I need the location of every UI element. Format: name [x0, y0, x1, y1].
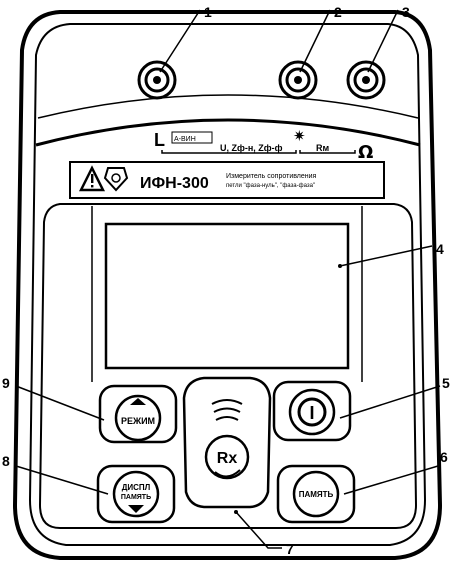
asterisk-symbol: ✷ [293, 127, 306, 145]
callout-3: 3 [402, 4, 410, 20]
l-bracket [161, 150, 297, 154]
signal-waves-icon [211, 399, 243, 421]
rm-label: Rм [316, 143, 329, 153]
mode-button[interactable]: РЕЖИМ [98, 384, 178, 444]
callout-2: 2 [334, 4, 342, 20]
terminal-3[interactable] [346, 60, 386, 100]
device-body-outline [12, 10, 443, 560]
l-symbol: L [154, 130, 165, 150]
callout-7: 7 [286, 541, 294, 557]
terminal-1[interactable] [137, 60, 177, 100]
warning-icon [78, 165, 106, 192]
rx-button[interactable]: Rx [182, 376, 272, 509]
u-label: U, Zф-н, Zф-ф [220, 143, 283, 153]
rm-bracket [299, 150, 356, 154]
display-button[interactable]: ДИСПЛ ПАМЯТЬ [96, 464, 176, 524]
power-button-label: I [309, 403, 314, 423]
callout-1: 1 [204, 4, 212, 20]
leader-lines [15, 9, 441, 549]
model-title: ИФН-300 [140, 175, 209, 192]
callout-5: 5 [442, 375, 450, 391]
nameplate-frame [69, 161, 385, 199]
lcd-display [104, 222, 350, 370]
callout-8: 8 [2, 453, 10, 469]
rx-button-label: Rx [217, 450, 238, 467]
mode-button-label: РЕЖИМ [121, 416, 155, 426]
top-panel-edge [37, 94, 419, 119]
omega-symbol: Ω [358, 142, 373, 163]
memory-button-label: ПАМЯТЬ [299, 490, 334, 499]
power-button[interactable]: I [272, 380, 352, 442]
front-panel-recess [91, 206, 363, 382]
front-panel-outline [38, 203, 418, 529]
arrow-up-icon [130, 398, 146, 405]
display-button-sublabel: ПАМЯТЬ [121, 494, 151, 501]
display-button-label: ДИСПЛ [122, 483, 151, 492]
power-icon [297, 397, 327, 427]
l-badge: А-ВИН [174, 136, 196, 143]
device-body-inner [28, 23, 427, 546]
terminal-2[interactable] [278, 60, 318, 100]
memory-button[interactable]: ПАМЯТЬ [276, 464, 356, 524]
top-panel-arc [35, 118, 421, 147]
arrow-down-icon [128, 505, 144, 513]
description-line-1: Измеритель сопротивления [226, 173, 317, 180]
callout-4: 4 [436, 241, 444, 257]
description-line-2: петли "фаза-нуль", "фаза-фаза" [226, 183, 315, 189]
enter-arrow-icon [214, 469, 241, 478]
callout-9: 9 [2, 375, 10, 391]
callout-6: 6 [440, 449, 448, 465]
l-badge-frame [171, 131, 213, 144]
certification-mark-icon [103, 167, 129, 192]
